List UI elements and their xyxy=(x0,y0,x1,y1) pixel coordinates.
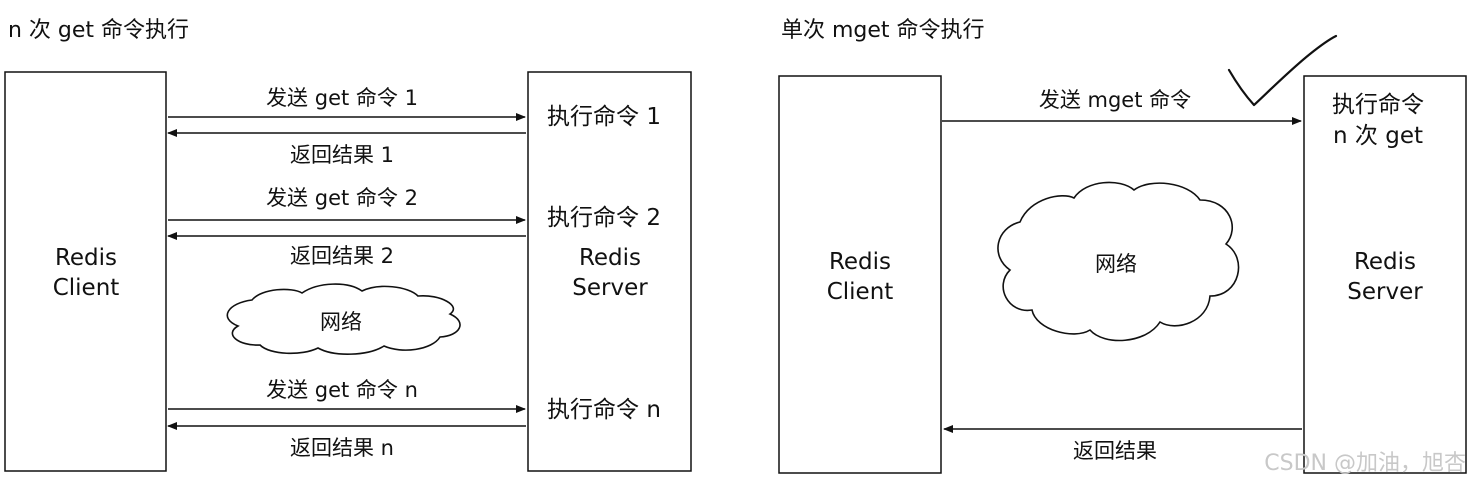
exec-label-2: 执行命令 2 xyxy=(547,205,661,231)
left-server-label-line1: Redis xyxy=(579,245,641,271)
left-client-label-line2: Client xyxy=(53,275,120,301)
left-server-box xyxy=(527,71,692,472)
return-label-n: 返回结果 n xyxy=(290,436,394,460)
right-network-cloud xyxy=(997,181,1240,342)
right-server-box xyxy=(1303,75,1467,474)
left-client-label-line1: Redis xyxy=(55,245,117,271)
checkmark-icon xyxy=(1227,34,1338,107)
return-label-2: 返回结果 2 xyxy=(290,244,394,268)
send-label-1: 发送 get 命令 1 xyxy=(266,86,418,110)
right-diagram: 单次 mget 命令执行 Redis Client Redis Server 发… xyxy=(778,18,1467,474)
mget-exec-label-line1: 执行命令 xyxy=(1332,92,1424,118)
left-client-box xyxy=(4,71,167,472)
left-server-label-line2: Server xyxy=(572,275,648,301)
mget-exec-label-line2: n 次 get xyxy=(1333,123,1423,149)
right-server-label-line1: Redis xyxy=(1354,249,1416,275)
mget-send-label: 发送 mget 命令 xyxy=(1039,88,1191,112)
left-cloud-label: 网络 xyxy=(320,310,362,334)
exec-label-1: 执行命令 1 xyxy=(547,104,661,130)
send-label-2: 发送 get 命令 2 xyxy=(266,186,418,210)
right-cloud-label: 网络 xyxy=(1095,252,1137,276)
left-diagram: n 次 get 命令执行 Redis Client Redis Server 发… xyxy=(4,18,692,472)
right-client-label-line2: Client xyxy=(827,279,894,305)
right-client-label-line1: Redis xyxy=(829,249,891,275)
right-title: 单次 mget 命令执行 xyxy=(781,18,985,43)
send-label-n: 发送 get 命令 n xyxy=(266,378,418,402)
return-label-1: 返回结果 1 xyxy=(290,143,394,167)
watermark-text: CSDN @加油，旭杏 xyxy=(1264,451,1466,476)
left-title: n 次 get 命令执行 xyxy=(8,18,189,43)
mget-return-label: 返回结果 xyxy=(1073,439,1157,463)
right-client-box xyxy=(778,75,942,474)
exec-label-n: 执行命令 n xyxy=(547,397,661,423)
right-server-label-line2: Server xyxy=(1347,279,1423,305)
left-network-cloud xyxy=(226,283,461,355)
